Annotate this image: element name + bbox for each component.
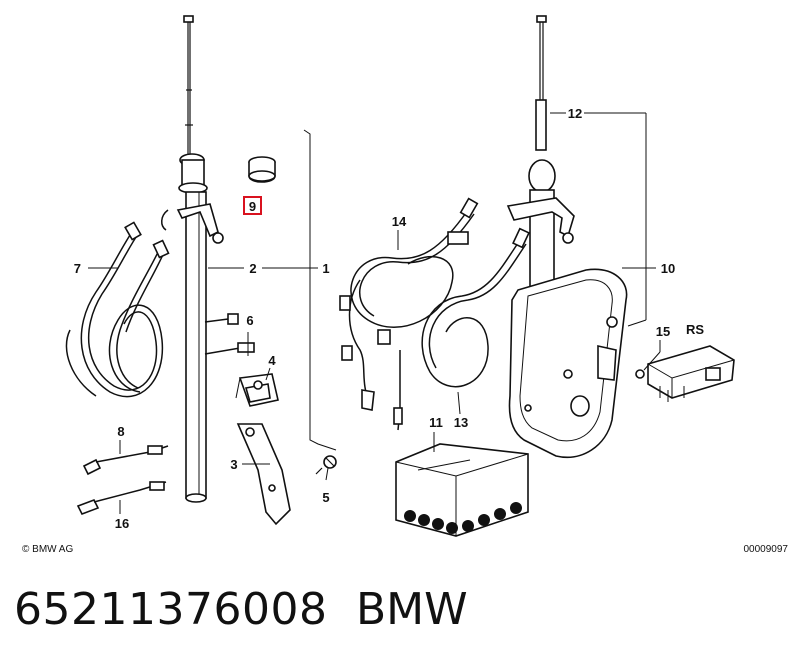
cable-set-14	[339, 197, 479, 411]
brand-name: BMW	[356, 584, 468, 635]
cable-16	[76, 481, 167, 516]
antenna-connector-left	[161, 203, 224, 244]
callout-8: 8	[117, 424, 124, 439]
callout-10: 10	[661, 261, 675, 276]
screw-5	[315, 455, 337, 475]
callout-4: 4	[268, 353, 276, 368]
callout-11: 11	[429, 415, 443, 430]
coax-cable-7	[65, 221, 170, 398]
part-number: 65211376008	[14, 584, 328, 635]
callout-rs: RS	[686, 322, 704, 337]
callout-13: 13	[454, 415, 468, 430]
drawing-number: 00009097	[744, 544, 789, 555]
relay-15	[635, 345, 735, 402]
antenna-motor-housing-10	[508, 268, 628, 458]
callout-16: 16	[115, 516, 129, 531]
mounting-plate-3	[236, 423, 291, 526]
callout-14: 14	[392, 214, 407, 229]
antenna-mast-left	[178, 15, 208, 503]
callout-7: 7	[74, 261, 81, 276]
copyright-text: © BMW AG	[22, 544, 73, 555]
group-bracket-1	[303, 129, 337, 451]
callout-12: 12	[568, 106, 582, 121]
callout-3: 3	[230, 457, 237, 472]
cable-6	[204, 313, 255, 355]
callout-6: 6	[246, 313, 253, 328]
callout-15: 15	[656, 324, 670, 339]
callout-9-highlight-box	[243, 196, 262, 215]
leader-lines	[88, 112, 661, 514]
cable-set-13	[377, 227, 530, 431]
grommet-9	[248, 156, 276, 183]
cable-8	[82, 445, 169, 476]
antenna-parts-diagram: 7 2 1 6 4 3 5 8 16 14 13 11 12 10 15 RS …	[22, 15, 789, 555]
callout-5: 5	[322, 490, 329, 505]
callout-9: 9	[249, 199, 256, 214]
callout-2: 2	[249, 261, 256, 276]
callout-1: 1	[322, 261, 329, 276]
bracket-4	[235, 373, 279, 407]
box-11	[395, 443, 529, 537]
